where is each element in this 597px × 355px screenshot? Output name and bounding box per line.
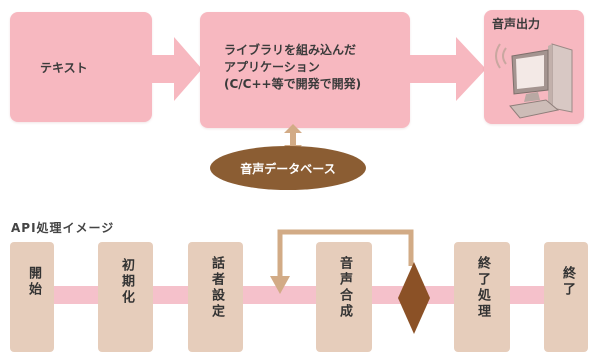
process-flow-band <box>10 286 588 304</box>
step-finalize-label: 終了処理 <box>475 256 490 320</box>
step-end-label: 終了 <box>560 266 575 298</box>
step-end: 終了 <box>544 242 588 352</box>
application-label-line3: (C/C++等で開発で開発) <box>224 77 362 91</box>
arrow-text-to-app <box>150 37 202 101</box>
step-initialize-label: 初期化 <box>119 258 134 306</box>
text-input-box: テキスト <box>10 12 152 122</box>
step-start-label: 開始 <box>26 266 41 298</box>
step-synthesis: 音声合成 <box>316 242 372 352</box>
loop-back-arrow <box>270 229 414 294</box>
step-initialize: 初期化 <box>98 242 153 352</box>
application-box: ライブラリを組み込んだ アプリケーション (C/C++等で開発で開発) <box>200 12 410 128</box>
application-label-line1: ライブラリを組み込んだ <box>224 43 357 57</box>
step-speaker-setting-label: 話者設定 <box>209 256 224 320</box>
voice-database: 音声データベース <box>210 146 366 190</box>
step-finalize: 終了処理 <box>454 242 510 352</box>
step-start: 開始 <box>10 242 54 352</box>
step-speaker-setting: 話者設定 <box>188 242 243 352</box>
loop-decision-diamond <box>398 262 430 334</box>
step-synthesis-label: 音声合成 <box>337 256 352 320</box>
application-label-line2: アプリケーション <box>224 60 320 74</box>
text-input-label: テキスト <box>40 61 88 75</box>
audio-output-label: 音声出力 <box>492 17 541 31</box>
arrow-app-to-output <box>408 37 486 101</box>
audio-output-box: 音声出力 <box>484 10 584 124</box>
api-flow-title: API処理イメージ <box>11 221 115 235</box>
computer-speaker-icon <box>495 43 573 119</box>
